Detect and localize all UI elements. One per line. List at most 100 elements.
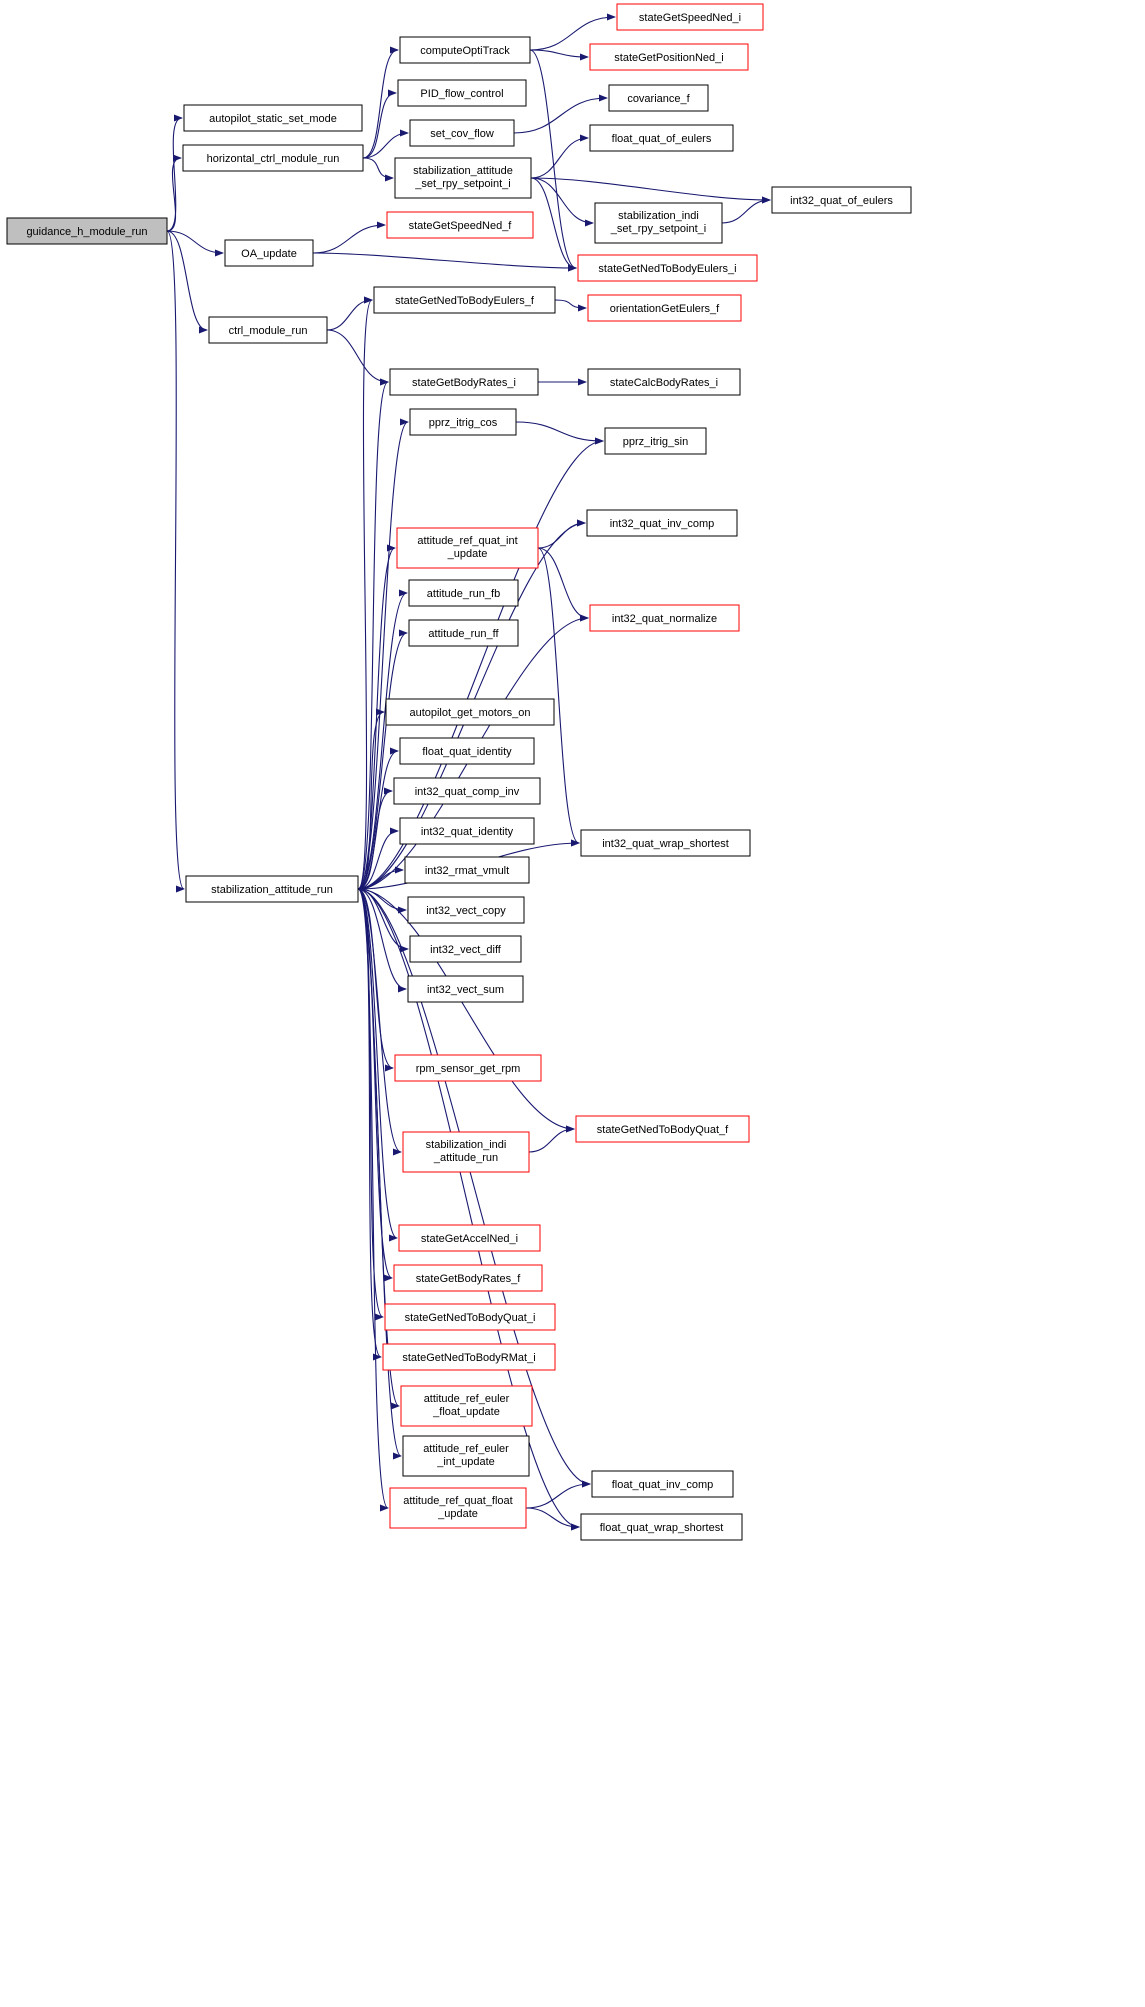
node-stabilization_attitude_set_rpy_setpoint_i[interactable]: stabilization_attitude_set_rpy_setpoint_… <box>394 157 532 199</box>
node-stabilization_indi_set_rpy_setpoint_i[interactable]: stabilization_indi_set_rpy_setpoint_i <box>594 202 723 244</box>
node-box-stateGetPositionNed_i[interactable] <box>589 43 749 71</box>
node-box-stabilization_indi_attitude_run[interactable] <box>402 1131 530 1173</box>
node-PID_flow_control[interactable]: PID_flow_control <box>397 79 527 107</box>
node-stabilization_attitude_run[interactable]: stabilization_attitude_run <box>185 875 359 903</box>
node-box-orientationGetEulers_f[interactable] <box>587 294 742 322</box>
node-box-stateGetBodyRates_i[interactable] <box>389 368 539 396</box>
node-box-rpm_sensor_get_rpm[interactable] <box>394 1054 542 1082</box>
node-box-stateGetSpeedNed_i[interactable] <box>616 3 764 31</box>
node-box-int32_quat_normalize[interactable] <box>589 604 740 632</box>
node-float_quat_inv_comp[interactable]: float_quat_inv_comp <box>591 1470 734 1498</box>
node-box-float_quat_wrap_shortest[interactable] <box>580 1513 743 1541</box>
node-box-attitude_run_fb[interactable] <box>408 579 519 607</box>
node-orientationGetEulers_f[interactable]: orientationGetEulers_f <box>587 294 742 322</box>
node-stateGetNedToBodyRMat_i[interactable]: stateGetNedToBodyRMat_i <box>382 1343 556 1371</box>
node-box-int32_vect_copy[interactable] <box>407 896 525 924</box>
node-attitude_ref_euler_int_update[interactable]: attitude_ref_euler_int_update <box>402 1435 530 1477</box>
node-box-float_quat_inv_comp[interactable] <box>591 1470 734 1498</box>
node-box-autopilot_get_motors_on[interactable] <box>385 698 555 726</box>
node-box-stateGetNedToBodyEulers_i[interactable] <box>577 254 758 282</box>
node-stateGetPositionNed_i[interactable]: stateGetPositionNed_i <box>589 43 749 71</box>
node-stateGetAccelNed_i[interactable]: stateGetAccelNed_i <box>398 1224 541 1252</box>
node-box-attitude_ref_quat_float_update[interactable] <box>389 1487 527 1529</box>
node-box-attitude_ref_euler_float_update[interactable] <box>400 1385 533 1427</box>
node-stateCalcBodyRates_i[interactable]: stateCalcBodyRates_i <box>587 368 741 396</box>
node-box-set_cov_flow[interactable] <box>409 119 515 147</box>
node-box-stateGetNedToBodyQuat_i[interactable] <box>384 1303 556 1331</box>
node-int32_quat_normalize[interactable]: int32_quat_normalize <box>589 604 740 632</box>
node-attitude_ref_euler_float_update[interactable]: attitude_ref_euler_float_update <box>400 1385 533 1427</box>
node-box-covariance_f[interactable] <box>608 84 709 112</box>
node-box-attitude_run_ff[interactable] <box>408 619 519 647</box>
node-box-stabilization_indi_set_rpy_setpoint_i[interactable] <box>594 202 723 244</box>
node-box-int32_quat_of_eulers[interactable] <box>771 186 912 214</box>
node-box-attitude_ref_quat_int_update[interactable] <box>396 527 539 569</box>
node-box-float_quat_identity[interactable] <box>399 737 535 765</box>
node-stateGetNedToBodyEulers_f[interactable]: stateGetNedToBodyEulers_f <box>373 286 556 314</box>
node-int32_rmat_vmult[interactable]: int32_rmat_vmult <box>404 856 530 884</box>
node-stabilization_indi_attitude_run[interactable]: stabilization_indi_attitude_run <box>402 1131 530 1173</box>
node-box-int32_quat_identity[interactable] <box>399 817 535 845</box>
node-stateGetNedToBodyEulers_i[interactable]: stateGetNedToBodyEulers_i <box>577 254 758 282</box>
node-box-int32_vect_sum[interactable] <box>407 975 524 1003</box>
node-int32_quat_inv_comp[interactable]: int32_quat_inv_comp <box>586 509 738 537</box>
node-attitude_ref_quat_int_update[interactable]: attitude_ref_quat_int_update <box>396 527 539 569</box>
node-box-pprz_itrig_cos[interactable] <box>409 408 517 436</box>
node-ctrl_module_run[interactable]: ctrl_module_run <box>208 316 328 344</box>
node-horizontal_ctrl_module_run[interactable]: horizontal_ctrl_module_run <box>182 144 364 172</box>
node-box-stateGetSpeedNed_f[interactable] <box>386 211 534 239</box>
node-computeOptiTrack[interactable]: computeOptiTrack <box>399 36 531 64</box>
node-attitude_ref_quat_float_update[interactable]: attitude_ref_quat_float_update <box>389 1487 527 1529</box>
node-box-stateGetBodyRates_f[interactable] <box>393 1264 543 1292</box>
node-box-computeOptiTrack[interactable] <box>399 36 531 64</box>
node-int32_quat_wrap_shortest[interactable]: int32_quat_wrap_shortest <box>580 829 751 857</box>
node-box-stateGetNedToBodyQuat_f[interactable] <box>575 1115 750 1143</box>
node-covariance_f[interactable]: covariance_f <box>608 84 709 112</box>
node-OA_update[interactable]: OA_update <box>224 239 314 267</box>
node-box-int32_quat_inv_comp[interactable] <box>586 509 738 537</box>
node-stateGetBodyRates_f[interactable]: stateGetBodyRates_f <box>393 1264 543 1292</box>
node-box-stabilization_attitude_run[interactable] <box>185 875 359 903</box>
node-int32_quat_identity[interactable]: int32_quat_identity <box>399 817 535 845</box>
node-guidance_h_module_run[interactable]: guidance_h_module_run <box>6 217 168 245</box>
node-box-stateGetAccelNed_i[interactable] <box>398 1224 541 1252</box>
node-autopilot_get_motors_on[interactable]: autopilot_get_motors_on <box>385 698 555 726</box>
node-box-stabilization_attitude_set_rpy_setpoint_i[interactable] <box>394 157 532 199</box>
node-box-OA_update[interactable] <box>224 239 314 267</box>
node-int32_vect_sum[interactable]: int32_vect_sum <box>407 975 524 1003</box>
node-float_quat_identity[interactable]: float_quat_identity <box>399 737 535 765</box>
node-box-int32_vect_diff[interactable] <box>409 935 522 963</box>
node-box-guidance_h_module_run[interactable] <box>6 217 168 245</box>
node-box-int32_quat_comp_inv[interactable] <box>393 777 541 805</box>
node-box-stateGetNedToBodyRMat_i[interactable] <box>382 1343 556 1371</box>
node-stateGetSpeedNed_f[interactable]: stateGetSpeedNed_f <box>386 211 534 239</box>
node-pprz_itrig_cos[interactable]: pprz_itrig_cos <box>409 408 517 436</box>
node-box-horizontal_ctrl_module_run[interactable] <box>182 144 364 172</box>
node-box-autopilot_static_set_mode[interactable] <box>183 104 363 132</box>
node-pprz_itrig_sin[interactable]: pprz_itrig_sin <box>604 427 707 455</box>
node-stateGetSpeedNed_i[interactable]: stateGetSpeedNed_i <box>616 3 764 31</box>
node-int32_vect_copy[interactable]: int32_vect_copy <box>407 896 525 924</box>
node-box-stateCalcBodyRates_i[interactable] <box>587 368 741 396</box>
node-float_quat_wrap_shortest[interactable]: float_quat_wrap_shortest <box>580 1513 743 1541</box>
node-stateGetNedToBodyQuat_i[interactable]: stateGetNedToBodyQuat_i <box>384 1303 556 1331</box>
node-box-pprz_itrig_sin[interactable] <box>604 427 707 455</box>
node-int32_vect_diff[interactable]: int32_vect_diff <box>409 935 522 963</box>
node-float_quat_of_eulers[interactable]: float_quat_of_eulers <box>589 124 734 152</box>
node-stateGetBodyRates_i[interactable]: stateGetBodyRates_i <box>389 368 539 396</box>
node-rpm_sensor_get_rpm[interactable]: rpm_sensor_get_rpm <box>394 1054 542 1082</box>
node-attitude_run_ff[interactable]: attitude_run_ff <box>408 619 519 647</box>
node-int32_quat_of_eulers[interactable]: int32_quat_of_eulers <box>771 186 912 214</box>
node-autopilot_static_set_mode[interactable]: autopilot_static_set_mode <box>183 104 363 132</box>
node-box-attitude_ref_euler_int_update[interactable] <box>402 1435 530 1477</box>
node-attitude_run_fb[interactable]: attitude_run_fb <box>408 579 519 607</box>
node-stateGetNedToBodyQuat_f[interactable]: stateGetNedToBodyQuat_f <box>575 1115 750 1143</box>
node-int32_quat_comp_inv[interactable]: int32_quat_comp_inv <box>393 777 541 805</box>
node-box-float_quat_of_eulers[interactable] <box>589 124 734 152</box>
node-box-int32_quat_wrap_shortest[interactable] <box>580 829 751 857</box>
node-box-stateGetNedToBodyEulers_f[interactable] <box>373 286 556 314</box>
node-box-int32_rmat_vmult[interactable] <box>404 856 530 884</box>
node-box-PID_flow_control[interactable] <box>397 79 527 107</box>
node-set_cov_flow[interactable]: set_cov_flow <box>409 119 515 147</box>
node-box-ctrl_module_run[interactable] <box>208 316 328 344</box>
